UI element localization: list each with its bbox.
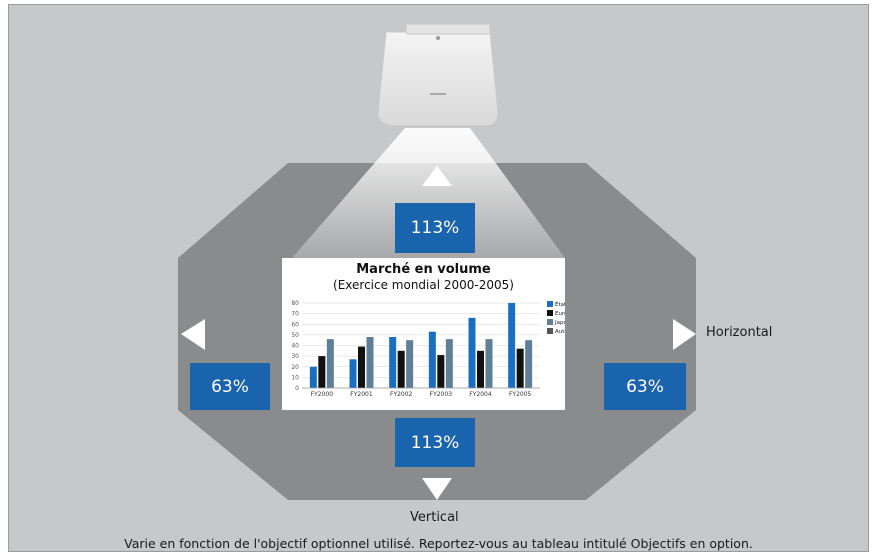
bar [389,337,397,388]
legend-swatch [547,310,553,316]
vertical-label: Vertical [410,510,459,525]
y-tick-label: 70 [291,311,299,318]
bar [358,346,365,388]
x-tick-label: FY2000 [311,391,334,398]
bar [366,337,374,388]
legend-label: Europe [555,311,565,317]
arrow-up-icon [422,166,452,186]
bar [445,339,453,388]
chart-subtitle: (Exercice mondial 2000-2005) [333,278,514,292]
legend-swatch [547,328,553,334]
projection-beam [292,128,565,258]
arrow-right-icon [673,319,696,350]
legend-label: États-Unis [555,300,565,308]
projector-icon [377,23,499,127]
percent-right: 63% [604,363,686,410]
bar [326,339,334,388]
x-tick-label: FY2004 [469,391,492,398]
percent-top: 113% [395,203,475,253]
projected-screen: Marché en volume (Exercice mondial 2000-… [282,258,565,410]
legend-swatch [547,301,553,307]
bar [397,350,405,388]
chart-title: Marché en volume [356,262,491,277]
bar [349,359,357,388]
bar [437,355,445,388]
bar [477,350,484,388]
x-tick-label: FY2005 [509,391,532,398]
y-tick-label: 10 [291,374,299,381]
bar [318,356,326,388]
bar [525,340,533,388]
x-tick-label: FY2003 [430,391,453,398]
y-tick-label: 80 [291,300,299,307]
y-tick-label: 60 [291,321,299,328]
y-tick-label: 40 [291,343,299,350]
percent-bottom: 113% [395,418,475,467]
arrow-down-icon [422,478,452,500]
bar [406,340,414,388]
arrow-left-icon [181,319,205,350]
y-tick-label: 0 [295,385,299,392]
legend-label: Japon [554,320,565,326]
y-tick-label: 30 [291,353,299,360]
footnote: Varie en fonction de l'objectif optionne… [124,536,753,551]
legend-label: Autres [555,329,565,335]
y-tick-label: 50 [291,332,299,339]
bar [428,331,436,388]
bar [508,303,516,388]
x-tick-label: FY2002 [390,391,413,398]
y-tick-label: 20 [291,364,299,371]
horizontal-label: Horizontal [706,325,773,340]
bar [309,366,317,388]
percent-left: 63% [190,363,270,410]
bar [485,339,493,388]
x-tick-label: FY2001 [350,391,373,398]
bar [516,348,524,388]
legend-swatch [547,319,553,325]
bar [468,317,476,388]
